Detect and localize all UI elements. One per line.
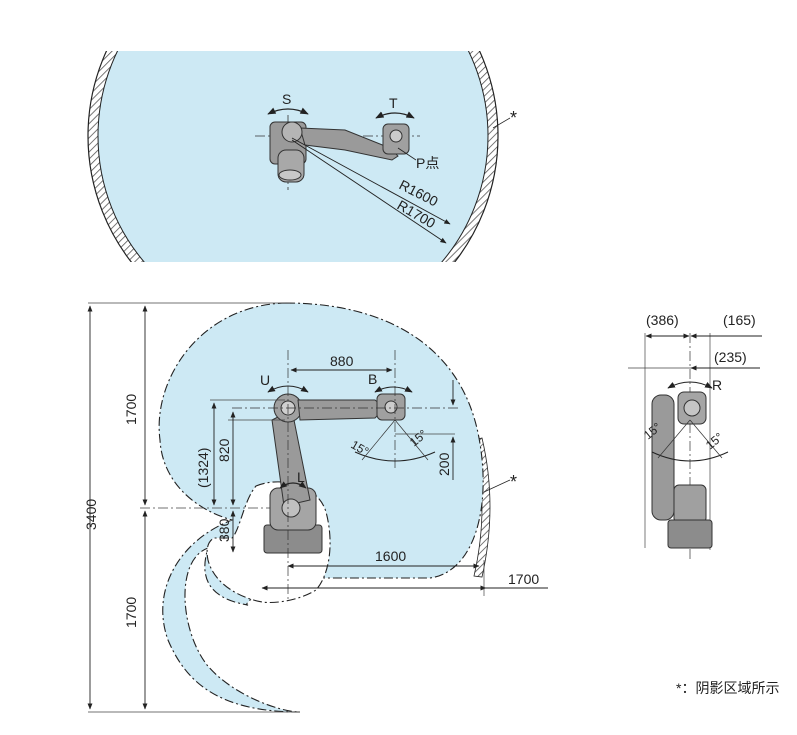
footnote: *：阴影区域所示 [676,680,779,696]
dim-1600: 1600 [375,548,406,564]
top-label-s: S [282,91,291,107]
top-robot [269,121,410,183]
top-label-t: T [389,95,398,111]
side-view: 3400 1700 1700 880 U B L [83,302,548,713]
top-asterisk: * [510,108,517,128]
dim-235: (235) [714,349,747,365]
label-b: B [368,371,377,387]
side-asterisk: * [510,472,517,492]
top-view: S T P点 R1600 R1700 * [87,49,517,262]
dim-200: 200 [436,452,452,476]
wrist-robot [651,391,713,549]
t-rotation-arrow [375,111,415,119]
label-l: L [297,469,305,485]
dim-820: 820 [216,438,232,462]
wrist-view: (386) (165) (235) R 15° 15° [628,312,762,560]
dim-880: 880 [330,353,354,369]
dim-165: (165) [723,312,756,328]
dim-1700-bottom: 1700 [123,597,139,628]
r-rotation-arrow [667,381,713,389]
r1600-line [291,137,451,225]
dim-1700-right: 1700 [508,571,539,587]
top-label-p: P点 [416,155,439,171]
wrist-ang-right: 15° [703,430,726,453]
r1700-line [291,139,447,244]
l-rotation-arrow [279,481,307,489]
dim-3400: 3400 [83,499,99,530]
s-rotation-arrow [267,107,309,115]
b-rotation-arrow [374,385,413,393]
label-u: U [260,372,270,388]
dim-380: 380 [216,518,232,542]
label-r: R [712,377,722,393]
dim-1324: (1324) [195,448,211,488]
dim-1700-top: 1700 [123,394,139,425]
dim-386: (386) [646,312,679,328]
u-rotation-arrow [267,385,309,393]
